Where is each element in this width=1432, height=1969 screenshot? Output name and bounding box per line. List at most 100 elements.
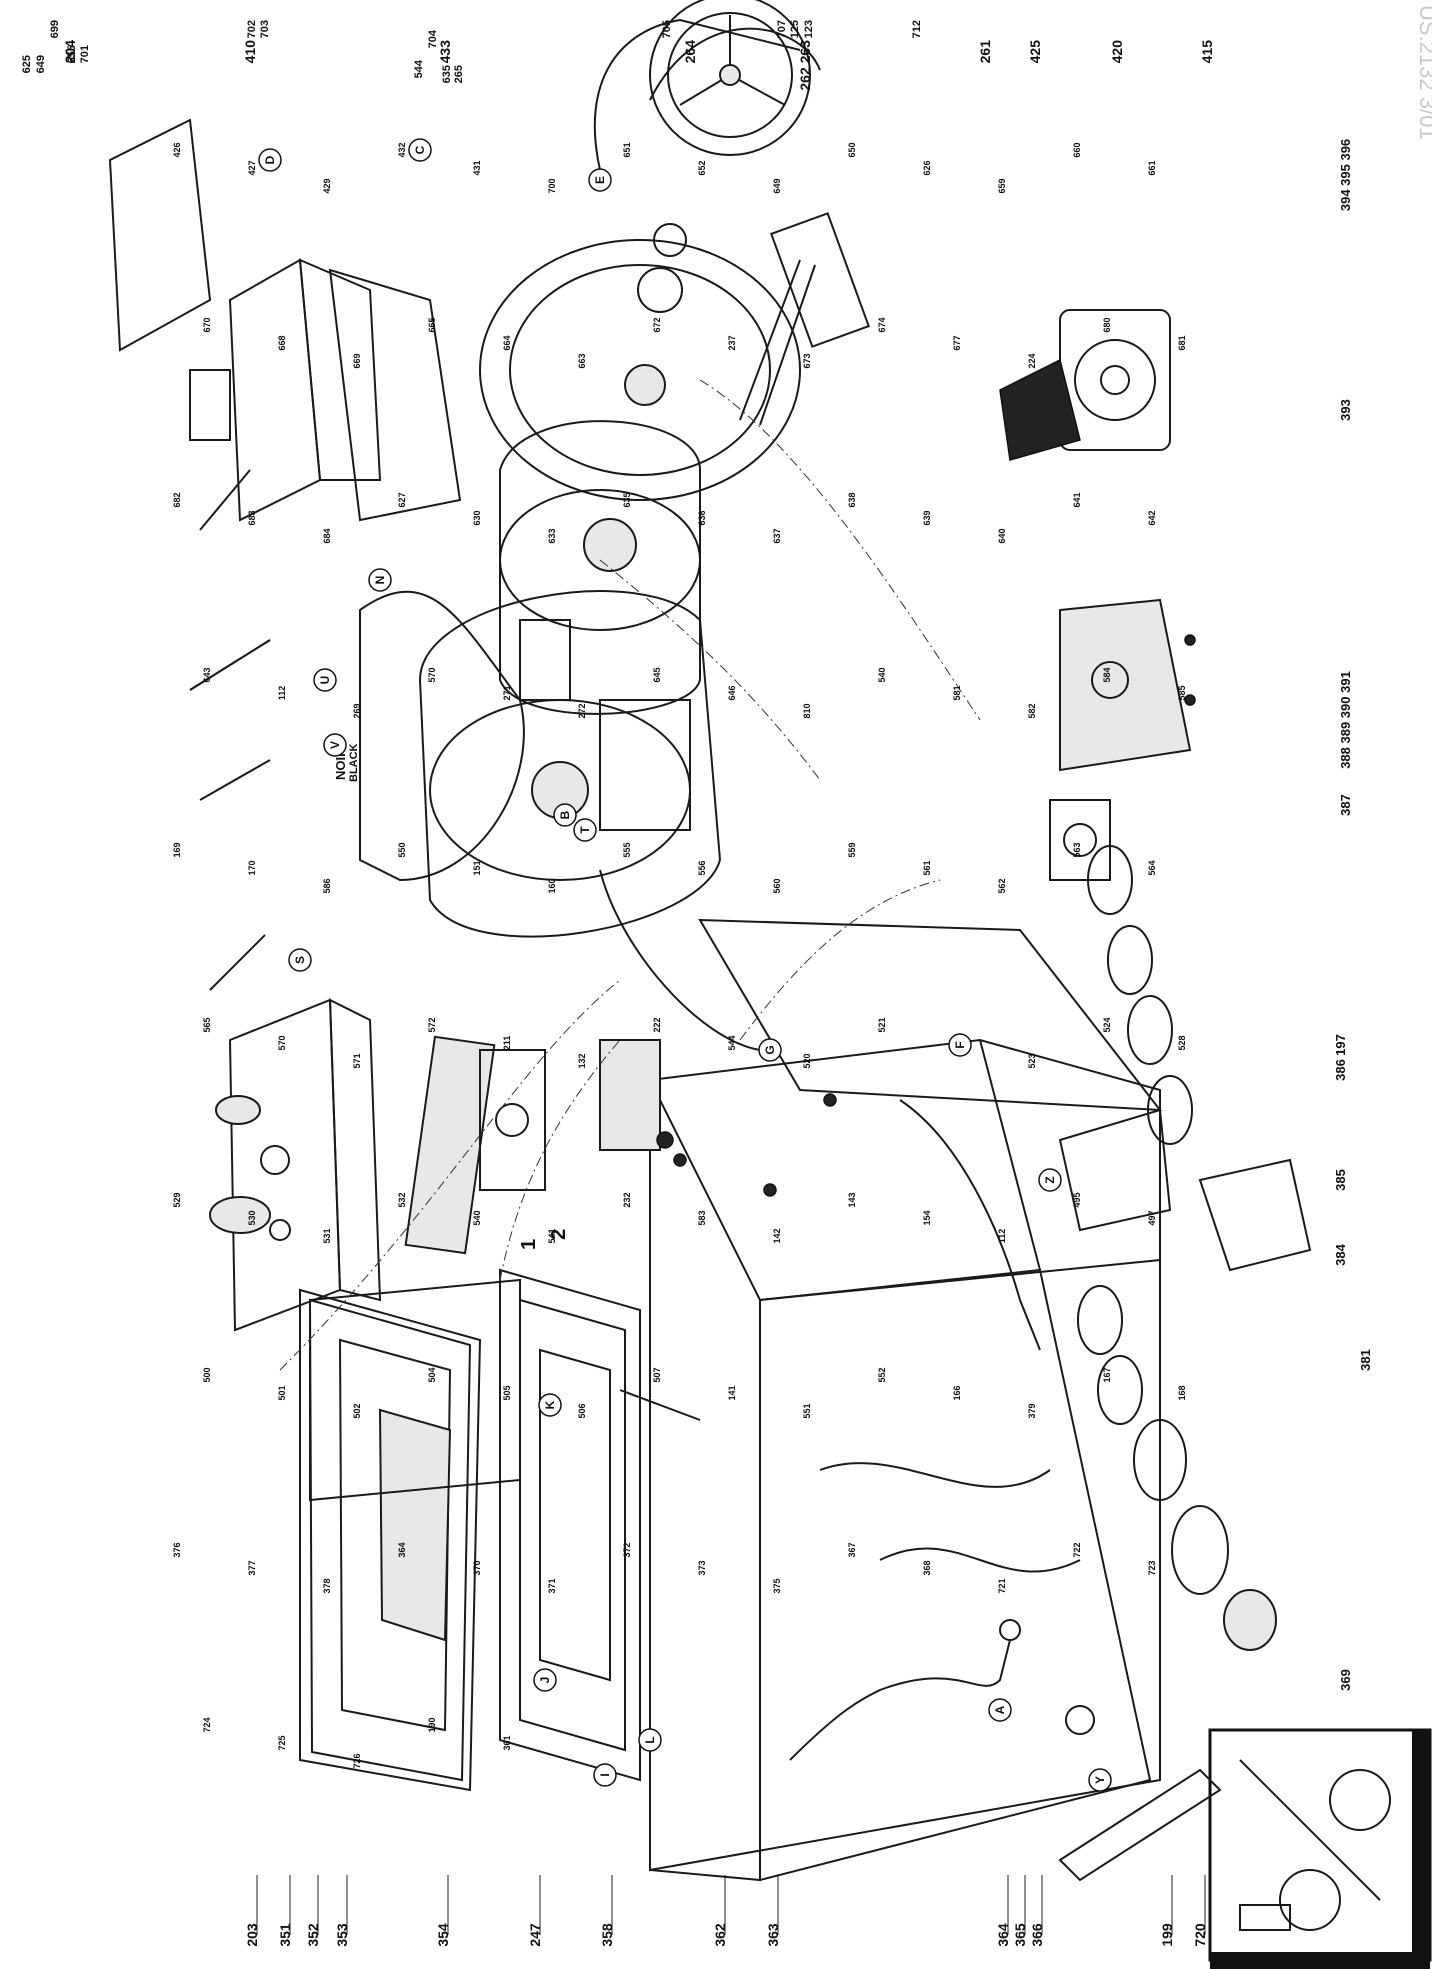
label-top-12: 707: [776, 20, 788, 38]
drive-belt: [593, 18, 801, 171]
label-part-101: 504: [427, 1367, 437, 1382]
label-part-120: 375: [772, 1578, 782, 1593]
label-part-79: 521: [877, 1017, 887, 1032]
label-part-96: 495: [1072, 1192, 1082, 1207]
label-top-10: 265: [453, 65, 465, 83]
label-right-9: 369: [1338, 1669, 1353, 1691]
label-right-4: 381: [1358, 1349, 1373, 1371]
label-part-33: 633: [547, 528, 557, 543]
callout-letter-T: T: [578, 826, 592, 834]
label-part-90: 232: [622, 1192, 632, 1207]
step-1: 1: [518, 1239, 540, 1250]
pulley: [649, 0, 821, 156]
label-part-18: 664: [502, 335, 512, 350]
label-left-0: 410: [242, 40, 258, 64]
callout-I: I: [593, 1763, 617, 1787]
label-part-13: 661: [1147, 160, 1157, 175]
label-part-44: 269: [352, 703, 362, 718]
heater: [739, 212, 870, 426]
callout-C: C: [408, 138, 432, 162]
label-part-2: 429: [322, 178, 332, 193]
label-part-98: 500: [202, 1367, 212, 1382]
label-part-4: 431: [472, 160, 482, 175]
label-part-47: 272: [577, 703, 587, 718]
callout-D: D: [258, 148, 282, 172]
label-top-11: 705: [661, 20, 673, 38]
callout-B: B: [553, 803, 577, 827]
drum: [499, 420, 701, 715]
label-bottom-363: 363: [765, 1923, 781, 1947]
label-part-119: 373: [697, 1560, 707, 1575]
label-part-100: 502: [352, 1403, 362, 1418]
label-part-45: 570: [427, 667, 437, 682]
label-bottom-351: 351: [277, 1923, 293, 1947]
callout-J: J: [533, 1668, 557, 1692]
label-bottom-353: 353: [334, 1923, 350, 1947]
label-part-57: 170: [247, 860, 257, 875]
label-part-23: 674: [877, 317, 887, 332]
label-part-36: 637: [772, 528, 782, 543]
label-part-60: 151: [472, 860, 482, 875]
label-part-14: 670: [202, 317, 212, 332]
label-part-92: 142: [772, 1228, 782, 1243]
callout-E: E: [588, 168, 612, 192]
callout-circle-D: [258, 148, 282, 172]
label-left-4: 261: [977, 40, 993, 64]
label-part-15: 668: [277, 335, 287, 350]
callout-letter-B: B: [558, 810, 572, 819]
black-text: BLACK: [348, 743, 360, 782]
callout-F: F: [948, 1033, 972, 1057]
callout-circle-S: [288, 948, 312, 972]
hardware: [656, 634, 1196, 1197]
callout-circle-J: [533, 1668, 557, 1692]
label-part-85: 530: [247, 1210, 257, 1225]
label-part-112: 376: [172, 1542, 182, 1557]
label-part-22: 673: [802, 353, 812, 368]
callout-letter-N: N: [373, 576, 387, 585]
label-part-63: 556: [697, 860, 707, 875]
callout-letter-F: F: [953, 1041, 967, 1048]
pressure-switch: [1049, 799, 1111, 881]
label-top-7: 544: [413, 59, 425, 78]
label-part-115: 364: [397, 1542, 407, 1557]
label-right-2: 388 389 390 391: [1338, 671, 1353, 769]
label-right-6: 386: [1333, 1059, 1348, 1081]
label-bottom-362: 362: [712, 1923, 728, 1947]
shock-absorbers: [189, 469, 271, 991]
kickplate: [1058, 1768, 1222, 1882]
label-part-91: 583: [697, 1210, 707, 1225]
callout-letter-K: K: [543, 1400, 557, 1409]
callout-G: G: [758, 1038, 782, 1062]
callout-letter-D: D: [263, 155, 277, 164]
door-gasket: [359, 590, 525, 882]
label-part-9: 650: [847, 142, 857, 157]
label-part-130: 361: [502, 1735, 512, 1750]
label-left-1: 415: [1199, 40, 1215, 64]
callout-letter-A: A: [993, 1705, 1007, 1714]
label-part-89: 541: [547, 1228, 557, 1243]
label-part-62: 555: [622, 842, 632, 857]
callout-letter-J: J: [538, 1677, 552, 1684]
label-part-31: 627: [397, 492, 407, 507]
label-right-1: 393: [1338, 399, 1353, 421]
label-part-30: 684: [322, 528, 332, 543]
label-part-78: 520: [802, 1053, 812, 1068]
callout-letter-L: L: [643, 1736, 657, 1743]
label-top-3: 655: [66, 45, 78, 63]
callout-circle-F: [948, 1033, 972, 1057]
label-part-32: 630: [472, 510, 482, 525]
label-part-114: 378: [322, 1578, 332, 1593]
callout-letter-C: C: [413, 145, 427, 154]
callout-circle-U: [313, 668, 337, 692]
callout-L: L: [638, 1728, 662, 1752]
cabinet-body: [649, 1038, 1161, 1882]
callout-circle-A: [988, 1698, 1012, 1722]
label-part-110: 167: [1102, 1367, 1112, 1382]
callout-S: S: [288, 948, 312, 972]
label-top-5: 702: [246, 20, 258, 38]
callout-letter-S: S: [293, 956, 307, 964]
label-part-40: 641: [1072, 492, 1082, 507]
label-bottom-365: 365: [1012, 1923, 1028, 1947]
